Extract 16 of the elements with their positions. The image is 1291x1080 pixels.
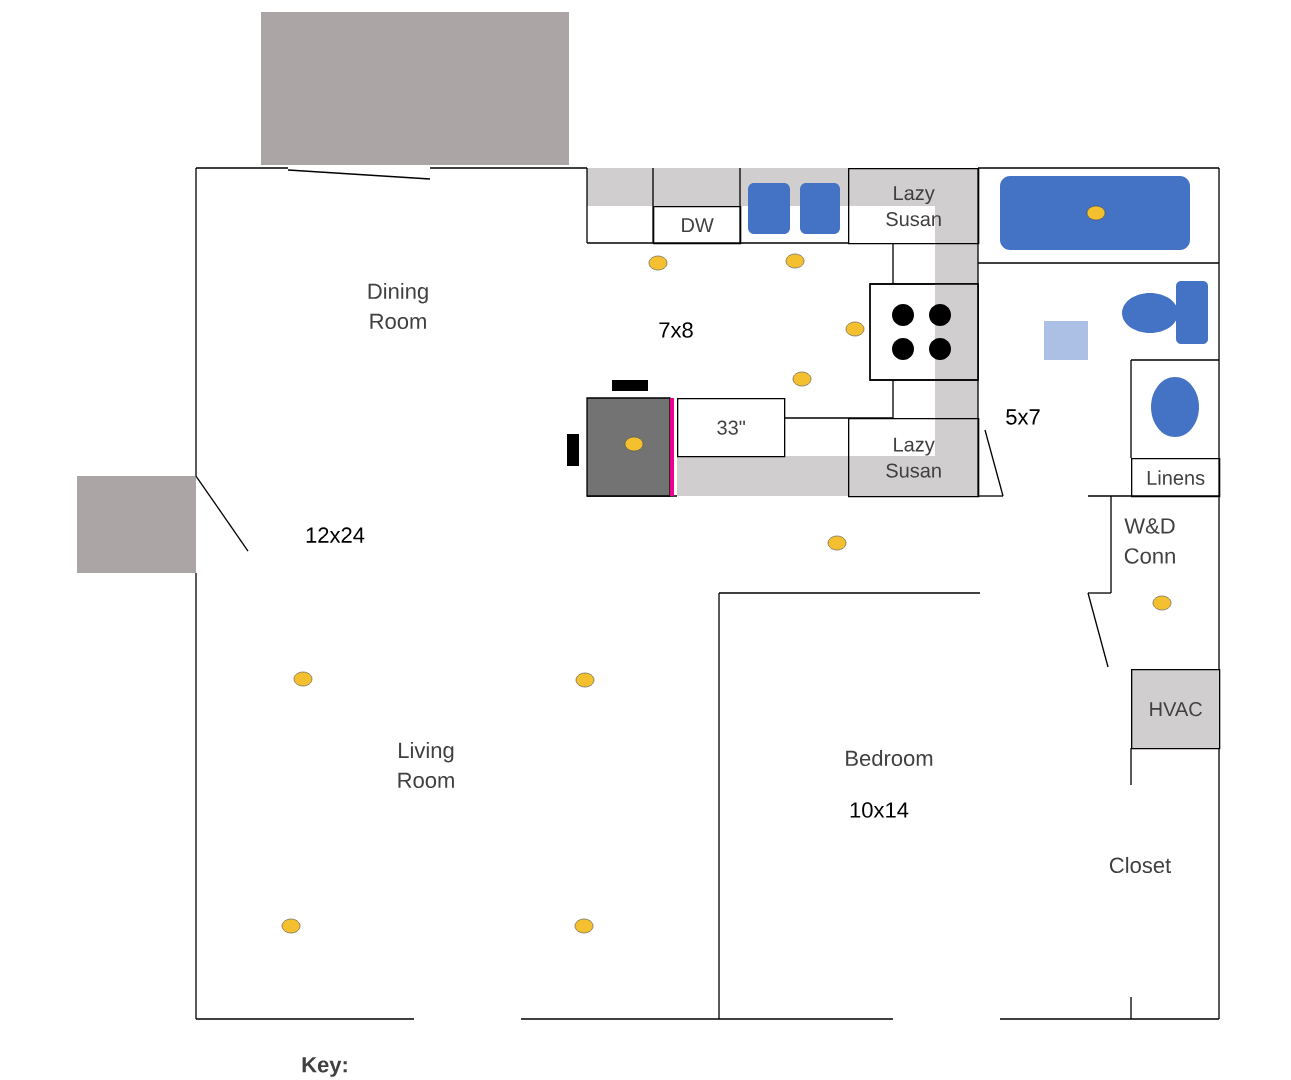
room-label: Living Room [398, 741, 454, 789]
cabinet-box: Linens [1131, 458, 1221, 498]
dimension-label: 5x7 [1006, 409, 1040, 425]
cabinet-box: HVAC [1131, 669, 1221, 750]
room-label: Bedroom [846, 749, 933, 767]
cabinet-box: Lazy Susan [848, 418, 980, 498]
cabinet-box: DW [653, 206, 742, 245]
dimension-label: 10x14 [850, 802, 909, 818]
room-label: W&D Conn [1124, 518, 1175, 564]
key-heading: Key: [302, 1057, 347, 1077]
cabinet-box: 33" [677, 398, 786, 458]
dimension-label: 7x8 [659, 322, 693, 338]
room-label: Closet [1109, 856, 1171, 874]
dimension-label: 12x24 [306, 527, 365, 543]
room-label: Dining Room [368, 282, 428, 330]
cabinet-box: Lazy Susan [848, 168, 980, 245]
